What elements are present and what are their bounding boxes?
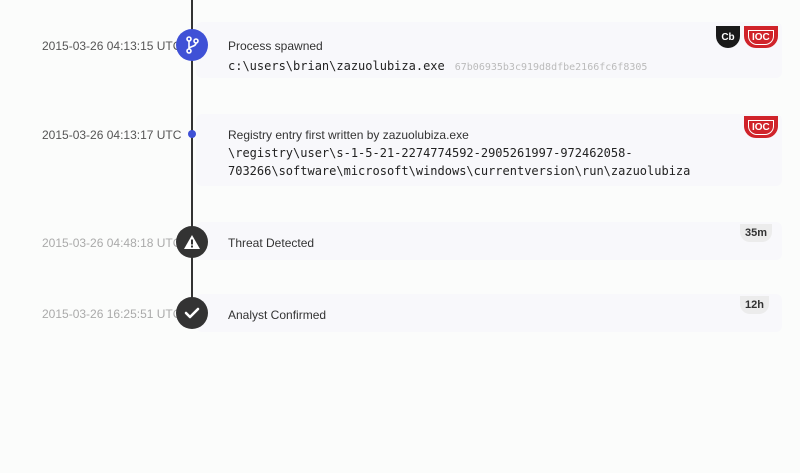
- process-path[interactable]: c:\users\brian\zazuolubiza.exe: [228, 59, 445, 73]
- registry-path-line-2[interactable]: 703266\software\microsoft\windows\curren…: [228, 164, 691, 178]
- cb-badge[interactable]: Cb: [716, 26, 740, 48]
- event-timestamp: 2015-03-26 16:25:51 UTC: [42, 307, 182, 321]
- check-icon: [176, 297, 208, 329]
- event-title: Analyst Confirmed: [228, 308, 327, 322]
- event-timestamp: 2015-03-26 04:48:18 UTC: [42, 236, 182, 250]
- event-card[interactable]: Process spawned c:\users\brian\zazuolubi…: [196, 22, 782, 78]
- ioc-badge[interactable]: IOC: [744, 26, 778, 48]
- warning-icon: [176, 226, 208, 258]
- branch-icon: [176, 29, 208, 61]
- event-card[interactable]: Threat Detected 35m: [196, 222, 782, 260]
- duration-badge: 12h: [740, 296, 769, 314]
- event-title: Threat Detected: [228, 236, 315, 250]
- dot-icon: [188, 130, 196, 138]
- duration-badge: 35m: [740, 224, 773, 242]
- event-timestamp: 2015-03-26 04:13:15 UTC: [42, 39, 182, 53]
- process-hash[interactable]: 67b06935b3c919d8dfbe2166fc6f8305: [454, 62, 648, 73]
- event-title: Registry entry first written by zazuolub…: [228, 128, 469, 142]
- registry-path-line-1[interactable]: \registry\user\s-1-5-21-2274774592-29052…: [228, 146, 633, 160]
- event-card[interactable]: Analyst Confirmed 12h: [196, 294, 782, 332]
- event-title: Process spawned: [228, 39, 323, 53]
- ioc-badge[interactable]: IOC: [744, 116, 778, 138]
- event-card[interactable]: Registry entry first written by zazuolub…: [196, 114, 782, 186]
- event-timestamp: 2015-03-26 04:13:17 UTC: [42, 128, 182, 142]
- timeline-line: [191, 0, 193, 298]
